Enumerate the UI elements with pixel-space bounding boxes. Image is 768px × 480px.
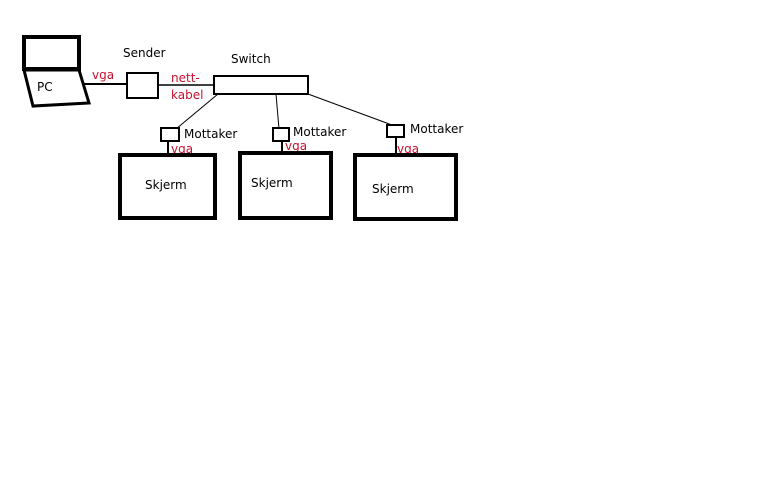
- switch-label: Switch: [231, 52, 271, 66]
- receiver-2-label: Mottaker: [293, 125, 346, 139]
- receiver-3: Mottaker vga Skjerm: [353, 122, 463, 221]
- screen-2-label: Skjerm: [251, 176, 293, 190]
- pc-label: PC: [37, 80, 53, 94]
- switch-receiver-2-cable: [275, 93, 280, 130]
- switch-box: [213, 75, 309, 95]
- pc-sender-cable-label: vga: [92, 68, 114, 82]
- switch-node: Switch: [213, 52, 309, 95]
- receiver-3-box: [386, 124, 405, 138]
- pc-screen: [22, 35, 81, 71]
- sender-label: Sender: [123, 46, 166, 60]
- screen-1-label: Skjerm: [145, 178, 187, 192]
- receiver-3-cable-label: vga: [397, 142, 419, 156]
- pc-base: [22, 68, 91, 108]
- switch-receiver-1-cable: [175, 93, 219, 130]
- switch-receiver-3-cable: [307, 93, 393, 126]
- receiver-1-cable-label: vga: [171, 142, 193, 156]
- receiver-2-cable-label: vga: [285, 139, 307, 153]
- receiver-1: Mottaker vga Skjerm: [118, 127, 237, 220]
- screen-3-label: Skjerm: [372, 182, 414, 196]
- pc-laptop: PC: [22, 35, 91, 108]
- receiver-3-label: Mottaker: [410, 122, 463, 136]
- sender-box: [126, 72, 159, 99]
- sender-switch-cable-label-1: nett-: [171, 71, 200, 85]
- receiver-2: Mottaker vga Skjerm: [238, 125, 346, 220]
- sender-switch-cable-label-2: kabel: [171, 88, 203, 102]
- receiver-1-label: Mottaker: [184, 127, 237, 141]
- sender-node: Sender: [123, 46, 166, 99]
- screen-1: [118, 153, 217, 220]
- receiver-1-box: [160, 127, 180, 142]
- screen-3: [353, 153, 458, 221]
- screen-2: [238, 151, 333, 220]
